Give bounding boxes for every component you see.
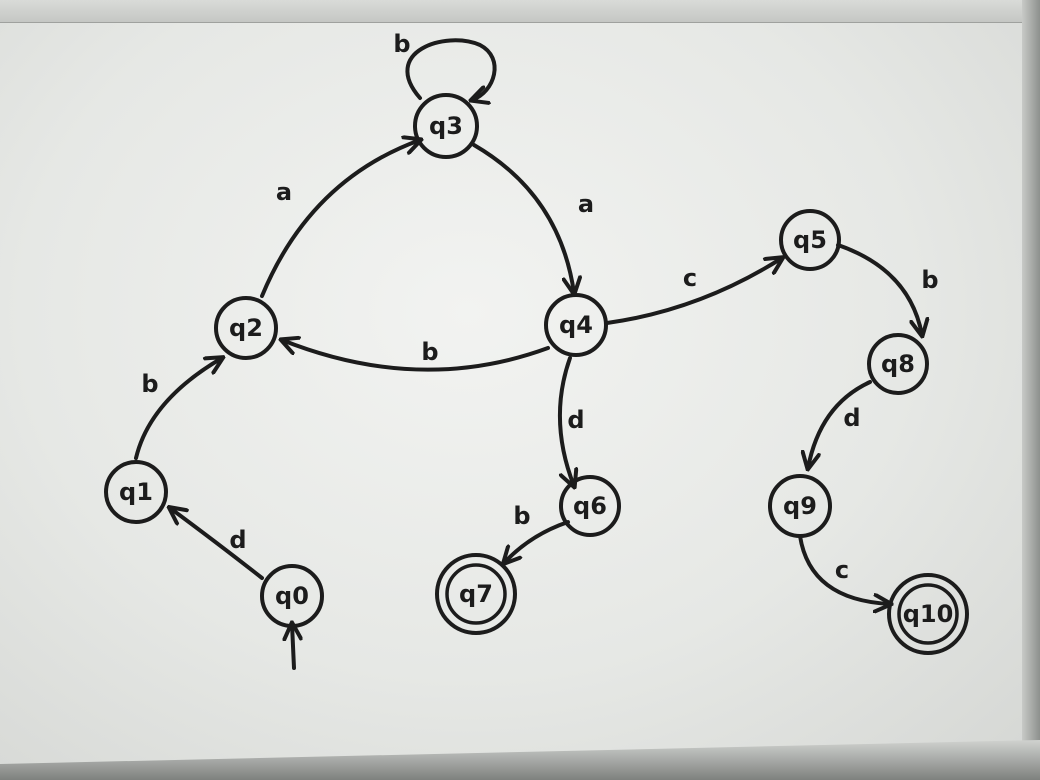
transition-q6-q7 [504, 520, 570, 563]
transition-q4-q5 [605, 258, 782, 325]
state-q10: q10 [887, 573, 969, 655]
state-q4: q4 [544, 293, 608, 357]
edge-label-q6-q7: b [513, 502, 530, 530]
edge-label-q4-q2: b [421, 338, 438, 366]
edge-label-q1-q2: b [141, 370, 158, 398]
edges [134, 38, 922, 670]
edge-label-q2-q3: a [276, 178, 292, 206]
transition-q2-q3 [260, 140, 420, 298]
svg-text:q10: q10 [903, 600, 954, 628]
svg-text:q6: q6 [573, 492, 607, 520]
edge-label-q0-q1: d [229, 526, 246, 554]
transition-q3-q3 [405, 38, 497, 100]
svg-text:q7: q7 [459, 580, 493, 608]
edge-label-q5-q8: b [921, 266, 938, 294]
edge-label-q3-q4: a [578, 190, 594, 218]
svg-text:q0: q0 [275, 582, 309, 610]
transition-q5-q8 [836, 243, 922, 335]
svg-text:q4: q4 [559, 311, 593, 339]
svg-text:q2: q2 [229, 314, 263, 342]
states: q0 q1 q2 q3 q4 q5 q6 q7 [104, 93, 969, 655]
edge-label-q9-q10: c [835, 556, 849, 584]
state-q9: q9 [768, 474, 832, 538]
state-q8: q8 [867, 333, 929, 395]
svg-text:q1: q1 [119, 478, 153, 506]
transition-q9-q10 [798, 534, 890, 604]
edge-labels: d b a b a b c d b b d c [141, 30, 938, 584]
state-q3: q3 [413, 93, 479, 159]
state-q6: q6 [559, 475, 621, 537]
board-frame-right [1022, 0, 1040, 780]
svg-text:q8: q8 [881, 350, 915, 378]
transition-q1-q2 [134, 358, 222, 460]
state-q1: q1 [104, 460, 168, 524]
svg-text:q5: q5 [793, 226, 827, 254]
svg-text:q9: q9 [783, 492, 817, 520]
state-q7: q7 [435, 553, 517, 635]
edge-label-q8-q9: d [843, 404, 860, 432]
state-q0: q0 [260, 564, 324, 628]
board-frame-top [0, 0, 1040, 23]
state-q5: q5 [779, 209, 841, 271]
svg-text:q3: q3 [429, 112, 463, 140]
state-q2: q2 [214, 296, 278, 360]
edge-label-q4-q5: c [683, 264, 697, 292]
transition-q8-q9 [808, 380, 872, 468]
transition-q0-q1 [170, 508, 264, 580]
transition-q3-q4 [472, 143, 574, 293]
transition-q4-q6 [557, 356, 574, 486]
transition-q4-q2 [282, 340, 550, 372]
initial-state-arrow [292, 624, 294, 670]
edge-label-q4-q6: d [567, 406, 584, 434]
edge-label-q3-q3: b [393, 30, 410, 58]
